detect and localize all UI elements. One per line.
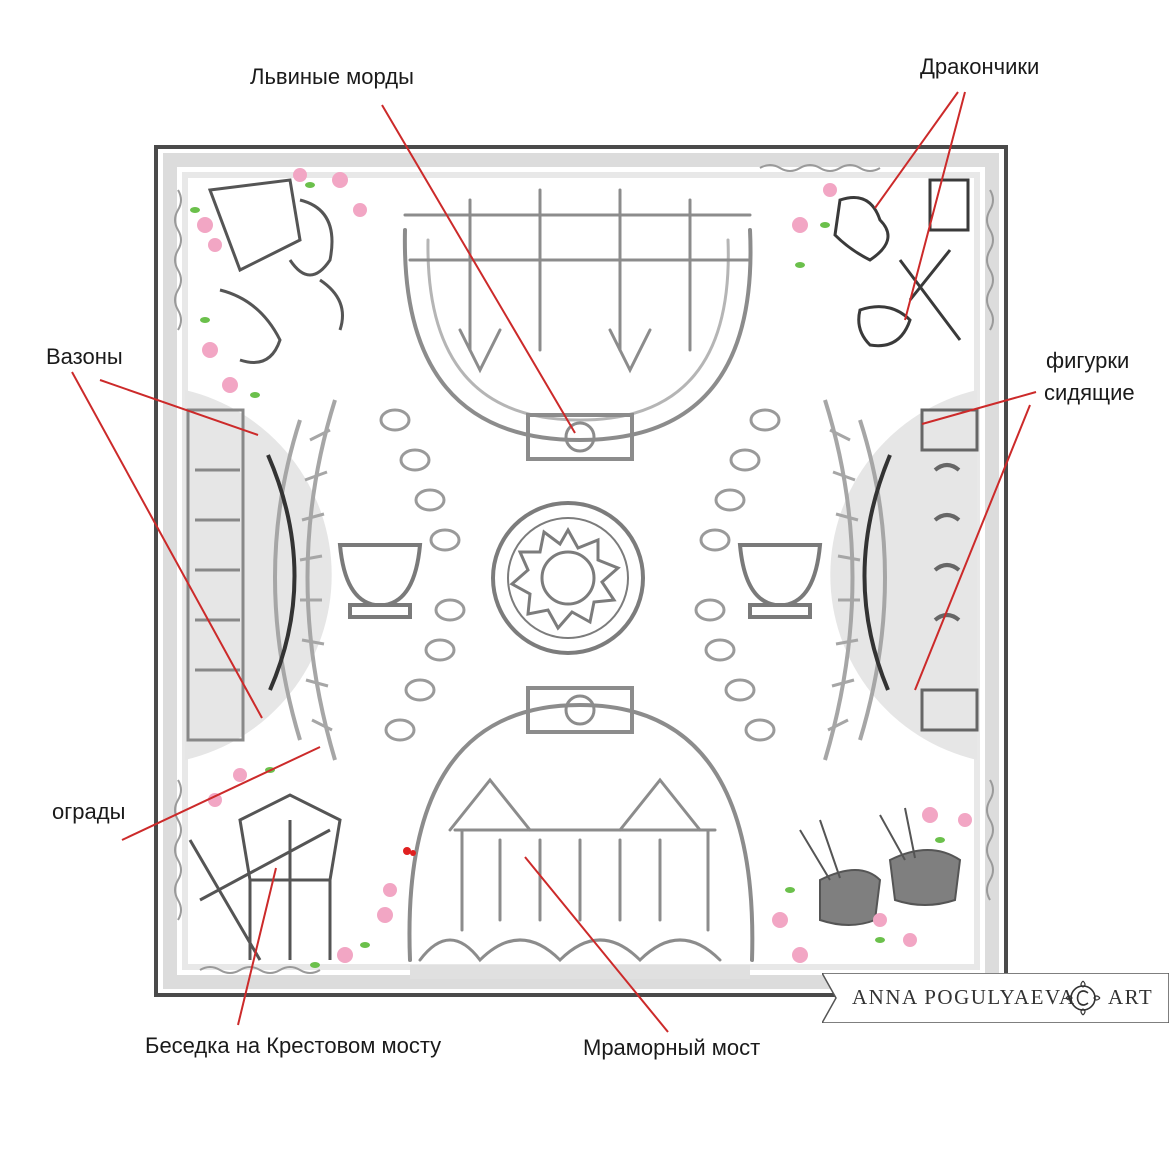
side-rails <box>266 454 892 691</box>
label-vases: Вазоны <box>46 344 123 369</box>
label-marble-bridge: Мраморный мост <box>583 1035 761 1060</box>
label-dragons: Дракончики <box>920 54 1040 79</box>
top-left-corner-scene <box>207 178 344 364</box>
deer <box>799 807 962 926</box>
leader-seated-figures-1 <box>921 391 1037 425</box>
label-fences: ограды <box>52 799 126 824</box>
bottom-arch-bridge <box>407 686 755 979</box>
top-arch-bridge <box>402 188 753 461</box>
left-column <box>186 408 245 742</box>
leader-gazebo <box>237 867 277 1026</box>
label-seated-figures-line1: фигурки <box>1046 348 1130 373</box>
leaves <box>190 182 945 968</box>
leader-fences <box>121 746 321 841</box>
leader-lines <box>71 91 1037 1033</box>
right-shade <box>830 390 977 760</box>
leader-dragons-1 <box>874 91 959 209</box>
label-lion-faces: Львиные морды <box>250 64 414 89</box>
gazebo <box>188 793 342 961</box>
fences <box>273 399 887 761</box>
label-seated-figures-line2: сидящие <box>1044 380 1135 405</box>
leader-vases-2 <box>71 371 263 719</box>
leader-dragons-2 <box>904 91 966 321</box>
label-gazebo: Беседка на Крестовом мосту <box>145 1033 442 1058</box>
brand-name: ANNA POGULYAEVA <box>852 985 1076 1009</box>
chain-border <box>174 164 994 974</box>
dragons <box>833 178 970 348</box>
scarf-inner-band <box>163 153 999 989</box>
copyright-ornament-icon <box>1065 980 1101 1016</box>
roses <box>197 168 972 963</box>
brand-banner: ANNA POGULYAEVA ART <box>822 973 1169 1023</box>
leader-marble-bridge <box>524 856 669 1033</box>
leader-lion-faces <box>381 104 576 434</box>
left-shade <box>185 390 332 760</box>
leader-seated-figures-2 <box>914 404 1031 691</box>
brand-art: ART <box>1108 985 1154 1009</box>
sun-medallion <box>491 501 645 655</box>
vases <box>337 543 823 619</box>
right-column <box>920 408 979 732</box>
leader-vases-1 <box>99 379 259 436</box>
chain-loops <box>379 408 781 742</box>
red-accents <box>403 847 416 856</box>
